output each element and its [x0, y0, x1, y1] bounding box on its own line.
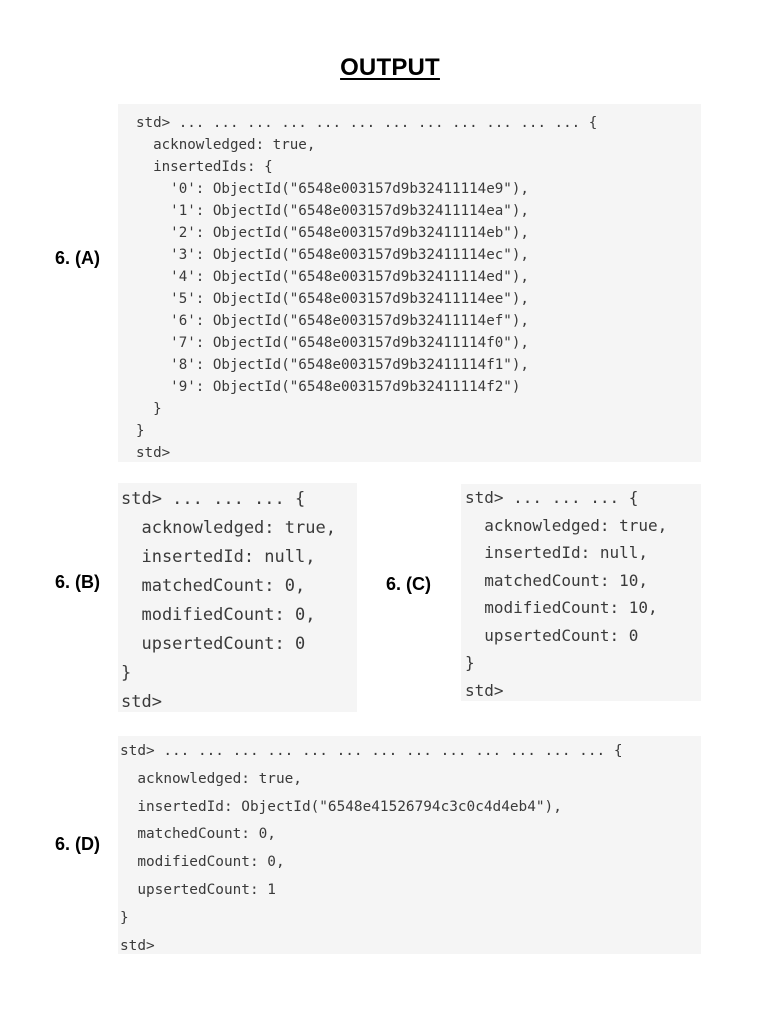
code-line: '7': ObjectId("6548e003157d9b32411114f0"…	[136, 335, 529, 351]
section-label-b: 6. (B)	[55, 572, 100, 592]
code-line: acknowledged: true,	[465, 515, 668, 535]
terminal-output-d: std> ... ... ... ... ... ... ... ... ...…	[118, 736, 701, 954]
code-line: }	[136, 401, 162, 417]
code-line: insertedId: null,	[121, 547, 316, 567]
code-block-c: std> ... ... ... { acknowledged: true, i…	[465, 484, 701, 701]
code-line: insertedId: ObjectId("6548e41526794c3c0c…	[120, 798, 562, 815]
code-line: std>	[120, 937, 155, 954]
code-line: std> ... ... ... ... ... ... ... ... ...…	[120, 743, 623, 759]
code-line: std>	[121, 692, 162, 712]
section-label-a: 6. (A)	[55, 248, 100, 268]
code-block-a: std> ... ... ... ... ... ... ... ... ...…	[136, 112, 701, 462]
code-line: std> ... ... ... {	[121, 489, 306, 509]
code-line: acknowledged: true,	[121, 518, 336, 538]
terminal-output-a: std> ... ... ... ... ... ... ... ... ...…	[118, 104, 701, 462]
code-line: '3': ObjectId("6548e003157d9b32411114ec"…	[136, 247, 529, 263]
code-line: upsertedCount: 0	[121, 634, 306, 654]
code-line: modifiedCount: 0,	[120, 854, 285, 871]
code-line: acknowledged: true,	[136, 137, 316, 153]
code-block-b: std> ... ... ... { acknowledged: true, i…	[121, 485, 357, 712]
code-line: std> ... ... ... ... ... ... ... ... ...…	[136, 115, 598, 131]
code-line: acknowledged: true,	[120, 770, 302, 787]
code-line: '2': ObjectId("6548e003157d9b32411114eb"…	[136, 225, 529, 241]
code-line: '8': ObjectId("6548e003157d9b32411114f1"…	[136, 357, 529, 373]
code-line: }	[465, 653, 475, 672]
section-label-d: 6. (D)	[55, 834, 100, 854]
code-block-d: std> ... ... ... ... ... ... ... ... ...…	[120, 738, 701, 954]
code-line: insertedId: null,	[465, 543, 649, 562]
code-line: }	[120, 909, 129, 926]
terminal-output-c: std> ... ... ... { acknowledged: true, i…	[461, 484, 701, 701]
code-line: upsertedCount: 1	[120, 881, 276, 898]
code-line: std> ... ... ... {	[465, 488, 639, 507]
code-line: '1': ObjectId("6548e003157d9b32411114ea"…	[136, 203, 529, 219]
section-label-c: 6. (C)	[386, 574, 431, 594]
code-line: '9': ObjectId("6548e003157d9b32411114f2"…	[136, 379, 521, 395]
code-line: modifiedCount: 0,	[121, 605, 316, 625]
code-line: modifiedCount: 10,	[465, 598, 658, 617]
code-line: '6': ObjectId("6548e003157d9b32411114ef"…	[136, 313, 529, 329]
code-line: '0': ObjectId("6548e003157d9b32411114e9"…	[136, 181, 529, 197]
code-line: upsertedCount: 0	[465, 625, 639, 645]
terminal-output-b: std> ... ... ... { acknowledged: true, i…	[118, 483, 357, 712]
code-line: '5': ObjectId("6548e003157d9b32411114ee"…	[136, 291, 529, 307]
code-line: }	[121, 663, 132, 683]
code-line: }	[136, 423, 145, 439]
code-line: std>	[136, 445, 171, 461]
code-line: '4': ObjectId("6548e003157d9b32411114ed"…	[136, 269, 529, 285]
page-title: OUTPUT	[340, 54, 440, 81]
code-line: std>	[465, 680, 504, 700]
code-line: matchedCount: 0,	[120, 826, 276, 843]
code-line: matchedCount: 0,	[121, 576, 306, 596]
code-line: matchedCount: 10,	[465, 570, 649, 590]
code-line: insertedIds: {	[136, 159, 273, 175]
